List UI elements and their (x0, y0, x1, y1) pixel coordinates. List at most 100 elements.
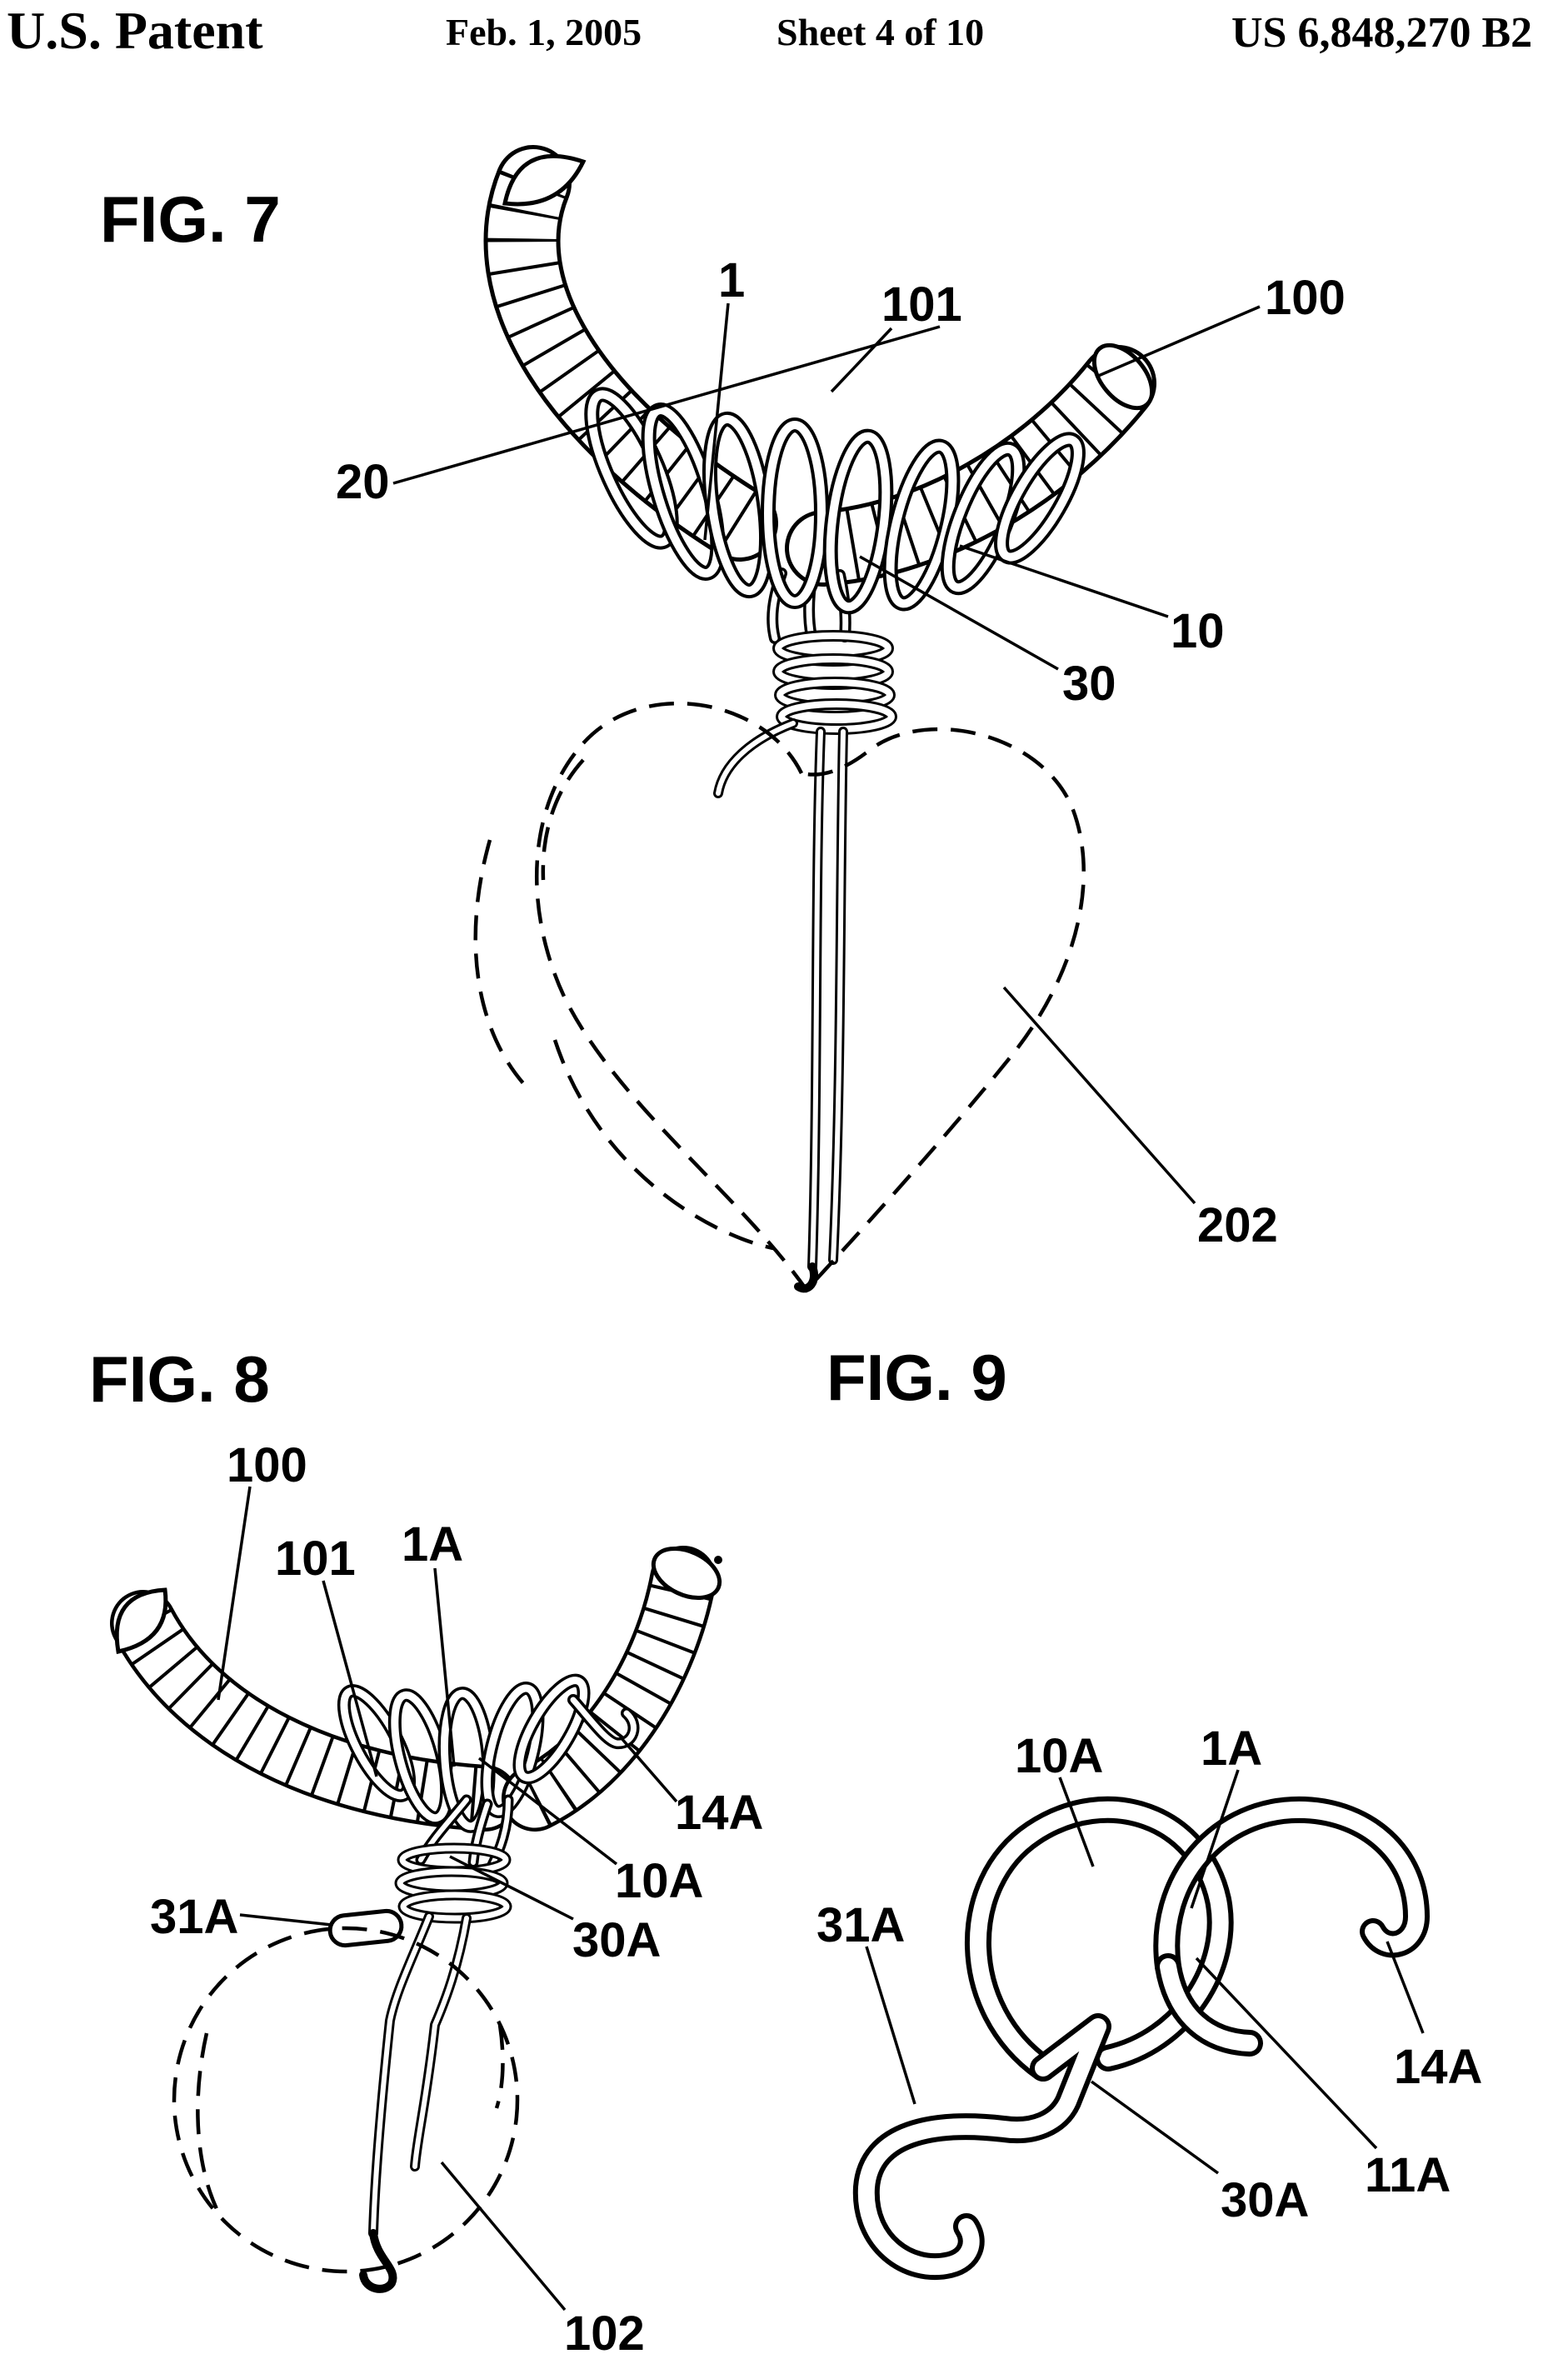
fig8-leader-100 (217, 1486, 252, 1701)
fig9-group: FIG. 9 10A 1A 31A 14A 30A 11A (816, 1341, 1482, 2281)
issue-date: Feb. 1, 2005 (446, 11, 642, 53)
fig8-wire-bottom-curl (359, 2229, 397, 2293)
fig8-leader-lines (217, 1486, 678, 2312)
fig7-ref-10: 10 (1171, 604, 1225, 658)
fig7-ref-1: 1 (718, 253, 745, 307)
fig9-leader-1A (1190, 1769, 1240, 1909)
fig8-ref-1A: 1A (402, 1517, 463, 1572)
fig8-coil4-core (483, 1684, 542, 1816)
fig8-collar-ring3-core (400, 1892, 510, 1922)
fig8-ref-102: 102 (564, 2307, 645, 2361)
fig7-leader-1 (703, 302, 730, 541)
fig7-left-tube-body (487, 149, 774, 557)
fig9-leader-10A (1058, 1777, 1095, 1867)
fig7-collar-ring4-core (778, 701, 895, 732)
fig7-coil5-core (826, 432, 891, 612)
fig8-ref-31A: 31A (150, 1890, 238, 1944)
fig7-drop-wire1-core (810, 729, 823, 1269)
fig9-right-ring-lower-core (1160, 1958, 1258, 2052)
fig7-ref-100: 100 (1265, 271, 1346, 325)
fig8-leader-14A (619, 1736, 678, 1803)
fig7-label: FIG. 7 (100, 182, 281, 256)
fig8-leader-101 (322, 1580, 378, 1777)
fig7-ref-202: 202 (1197, 1198, 1278, 1252)
fig7-heart-back-arc (473, 839, 525, 1085)
fig8-drop-wire1-core (371, 1914, 432, 2236)
fig8-strand2-core (471, 1802, 490, 1865)
fig8-strand3-core (489, 1797, 511, 1869)
fig7-heart-pendant (473, 701, 1086, 1293)
fig8-drop-wire1-outline (368, 1912, 434, 2238)
fig7-swing-wire-outline (713, 718, 798, 798)
fig7-heart-lobe-arc (541, 758, 585, 881)
fig8-hook-wire-core (570, 1697, 637, 1747)
fig8-left-tube-ribs (116, 1607, 487, 1829)
fig7-leader-202 (1002, 986, 1196, 1205)
fig7-collar-wraps (772, 630, 897, 735)
fig8-drop-wire2-core (412, 1916, 469, 2169)
fig7-ref-30: 30 (1062, 657, 1116, 711)
fig9-right-ring-core (1158, 1801, 1425, 1975)
fig8-coil5-core (515, 1677, 588, 1782)
fig7-drop-wire2-core (831, 729, 846, 1262)
fig7-swing-wire-core (716, 721, 796, 796)
fig8-pendant-wires (359, 1912, 472, 2293)
fig9-ref-11A: 11A (1365, 2148, 1451, 2202)
fig9-ref-10A: 10A (1015, 1729, 1103, 1783)
fig8-ref-14A: 14A (675, 1786, 763, 1840)
fig8-sphere-pendant (172, 1926, 520, 2274)
fig7-right-tube-end-cap (1091, 342, 1155, 411)
fig8-tube-tip-dot (714, 1556, 722, 1564)
fig7-clasp-coils (584, 387, 1086, 615)
fig7-heart-inner-arc (552, 1039, 774, 1251)
fig7-coil6-core (886, 442, 957, 608)
fig9-label: FIG. 9 (826, 1341, 1007, 1414)
patent-number: US 6,848,270 B2 (1231, 9, 1532, 57)
fig8-sphere-left-arc (196, 2032, 221, 2213)
fig8-leader-10A (477, 1757, 618, 1866)
fig7-leader-10 (959, 544, 1169, 618)
fig7-leader-20 (392, 325, 941, 485)
fig8-leader-1A (433, 1567, 456, 1767)
fig8-sphere-right-arc (494, 2024, 505, 2109)
fig8-clasp-coils (337, 1673, 640, 1833)
fig9-leader-lines (865, 1769, 1425, 2175)
fig7-leader-lines (392, 302, 1261, 1205)
fig7-coil8-core (997, 435, 1082, 562)
fig7-coil4-core (764, 421, 826, 606)
fig8-left-tube-tip-cap (114, 1587, 168, 1655)
fig9-leader-31A (865, 1946, 916, 2105)
fig8-sphere-outline (172, 1926, 520, 2274)
fig9-left-ring-core (970, 1801, 1229, 2077)
fig7-leader-100 (1096, 305, 1261, 378)
fig9-ref-1A: 1A (1201, 1722, 1262, 1776)
fig7-leader-101 (830, 327, 893, 393)
fig7-ref-20: 20 (336, 455, 390, 509)
fig7-group: FIG. 7 1 20 101 100 10 30 202 (100, 145, 1346, 1293)
fig8-label: FIG. 8 (89, 1342, 270, 1416)
sheet-header: U.S. Patent Feb. 1, 2005 Sheet 4 of 10 U… (7, 1, 1532, 60)
fig9-ref-14A: 14A (1394, 2040, 1482, 2094)
fig7-right-tube-ribs (820, 360, 1146, 584)
fig8-ref-30A: 30A (572, 1913, 661, 1967)
fig8-right-tube-body (505, 1549, 713, 1828)
fig9-leader-11A (1195, 1957, 1378, 2150)
fig7-left-tube-tip-cap (502, 153, 587, 207)
fig9-ref-30A: 30A (1221, 2173, 1309, 2227)
fig8-leader-31A (239, 1913, 332, 1927)
fig8-ref-100: 100 (227, 1438, 307, 1492)
fig9-leader-14A (1386, 1941, 1425, 2034)
fig7-pendant-wires (713, 718, 848, 1293)
fig8-ref-10A: 10A (615, 1854, 703, 1908)
sheet-number: Sheet 4 of 10 (777, 11, 984, 53)
patent-office-title: U.S. Patent (7, 1, 263, 60)
fig7-wire-tip-curl (794, 1262, 818, 1293)
fig9-hook-wire-core (857, 2018, 1106, 2276)
fig7-ref-101: 101 (881, 277, 962, 332)
fig7-leader-30 (859, 555, 1059, 671)
fig8-leader-30A (449, 1855, 574, 1921)
fig8-right-tube-end-cap (651, 1546, 722, 1601)
fig7-heart-outline (535, 701, 1086, 1293)
fig8-ref-101: 101 (275, 1532, 356, 1586)
